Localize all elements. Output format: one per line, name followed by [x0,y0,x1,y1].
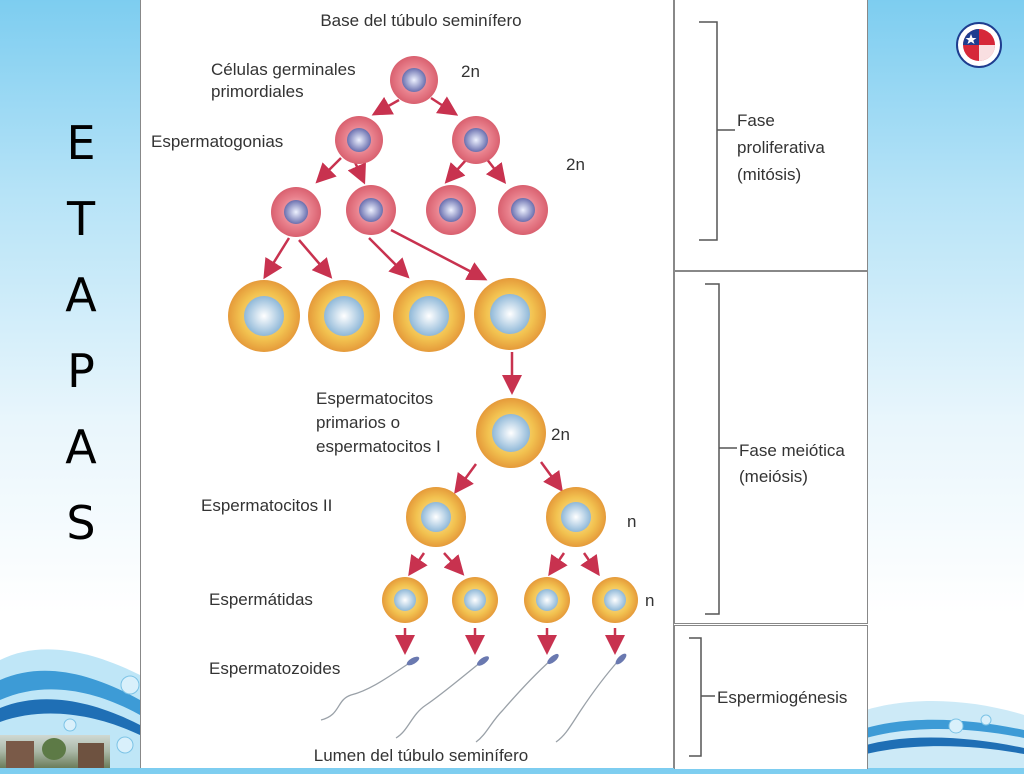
proliferative-phase-line1: Fase [737,111,775,130]
germinal-cells-label-line2: primordiales [211,82,304,101]
ploidy-primary: 2n [551,425,570,444]
spermatid-cell [452,577,498,623]
primary-spermatocyte-cell [476,398,546,468]
spermatogonium-cell [271,187,321,237]
primary-spermatocyte-cell [228,280,300,352]
spermatid-cell [382,577,428,623]
secondary-spermatocyte-cell [406,487,466,547]
etapas-letter: E [66,116,96,170]
spermatozoon [320,656,420,721]
lineage-arrows [263,96,625,655]
spermatogonium-cell [346,185,396,235]
etapas-letter: P [67,344,95,398]
etapas-letter: S [66,496,96,550]
spermatogenesis-diagram: Base del túbulo seminífero Lumen del túb… [151,11,654,765]
proliferative-phase-line2: proliferativa [737,138,825,157]
secondary-spermatocytes-label: Espermatocitos II [201,496,332,515]
germinal-cell [390,56,438,104]
spermatid-cell [592,577,638,623]
spermatozoa [320,653,627,743]
secondary-spermatocyte-cell [546,487,606,547]
proliferative-bracket: Fase proliferativa (mitósis) [699,21,825,241]
germinal-cells-label-line1: Células germinales [211,60,356,79]
ploidy-spermatids: n [645,591,654,610]
etapas-letter: T [66,192,96,246]
meiotic-bracket: Fase meiótica (meiósis) [705,283,845,615]
waves-decoration-right [866,700,1024,768]
meiotic-phase-line1: Fase meiótica [739,441,845,460]
spermatogonia-label: Espermatogonias [151,132,283,151]
tubule-lumen-label: Lumen del túbulo seminífero [314,746,529,765]
institution-logo [956,22,1002,68]
primary-spermatocytes-label-line2: primarios o [316,413,400,432]
spermiogenesis-phase-box: Espermiogénesis [674,625,868,769]
spermatozoon [395,656,489,739]
etapas-vertical-title: E T A P A S [56,105,106,561]
spermatozoon [475,653,559,743]
etapas-letter: A [65,420,97,474]
spermatids-label: Espermátidas [209,590,313,609]
ploidy-germinal: 2n [461,62,480,81]
spermatid-cell [524,577,570,623]
etapas-letter: A [65,268,97,322]
spermatogenesis-diagram-panel: Base del túbulo seminífero Lumen del túb… [140,0,674,768]
spermatogonium-cell [452,116,500,164]
ploidy-spermatogonia: 2n [566,155,585,174]
spermiogenesis-label: Espermiogénesis [717,688,847,707]
ploidy-secondary: n [627,512,636,531]
primary-spermatocyte-cell [308,280,380,352]
spermatozoa-label: Espermatozoides [209,659,340,678]
meiotic-phase-box: Fase meiótica (meiósis) [674,271,868,624]
spermatogonium-cell [498,185,548,235]
primary-spermatocyte-cell [393,280,465,352]
primary-spermatocytes-label-line3: espermatocitos I [316,437,441,456]
proliferative-phase-line3: (mitósis) [737,165,801,184]
primary-spermatocyte-cell [474,278,546,350]
spermatogonium-cell [426,185,476,235]
tubule-base-label: Base del túbulo seminífero [320,11,521,30]
spermatozoon [555,653,627,743]
campus-photo [0,735,110,768]
spermiogenesis-bracket: Espermiogénesis [689,637,847,757]
meiotic-phase-line2: (meiósis) [739,467,808,486]
primary-spermatocytes-label-line1: Espermatocitos [316,389,433,408]
spermatogonium-cell [335,116,383,164]
proliferative-phase-box: Fase proliferativa (mitósis) [674,0,868,271]
